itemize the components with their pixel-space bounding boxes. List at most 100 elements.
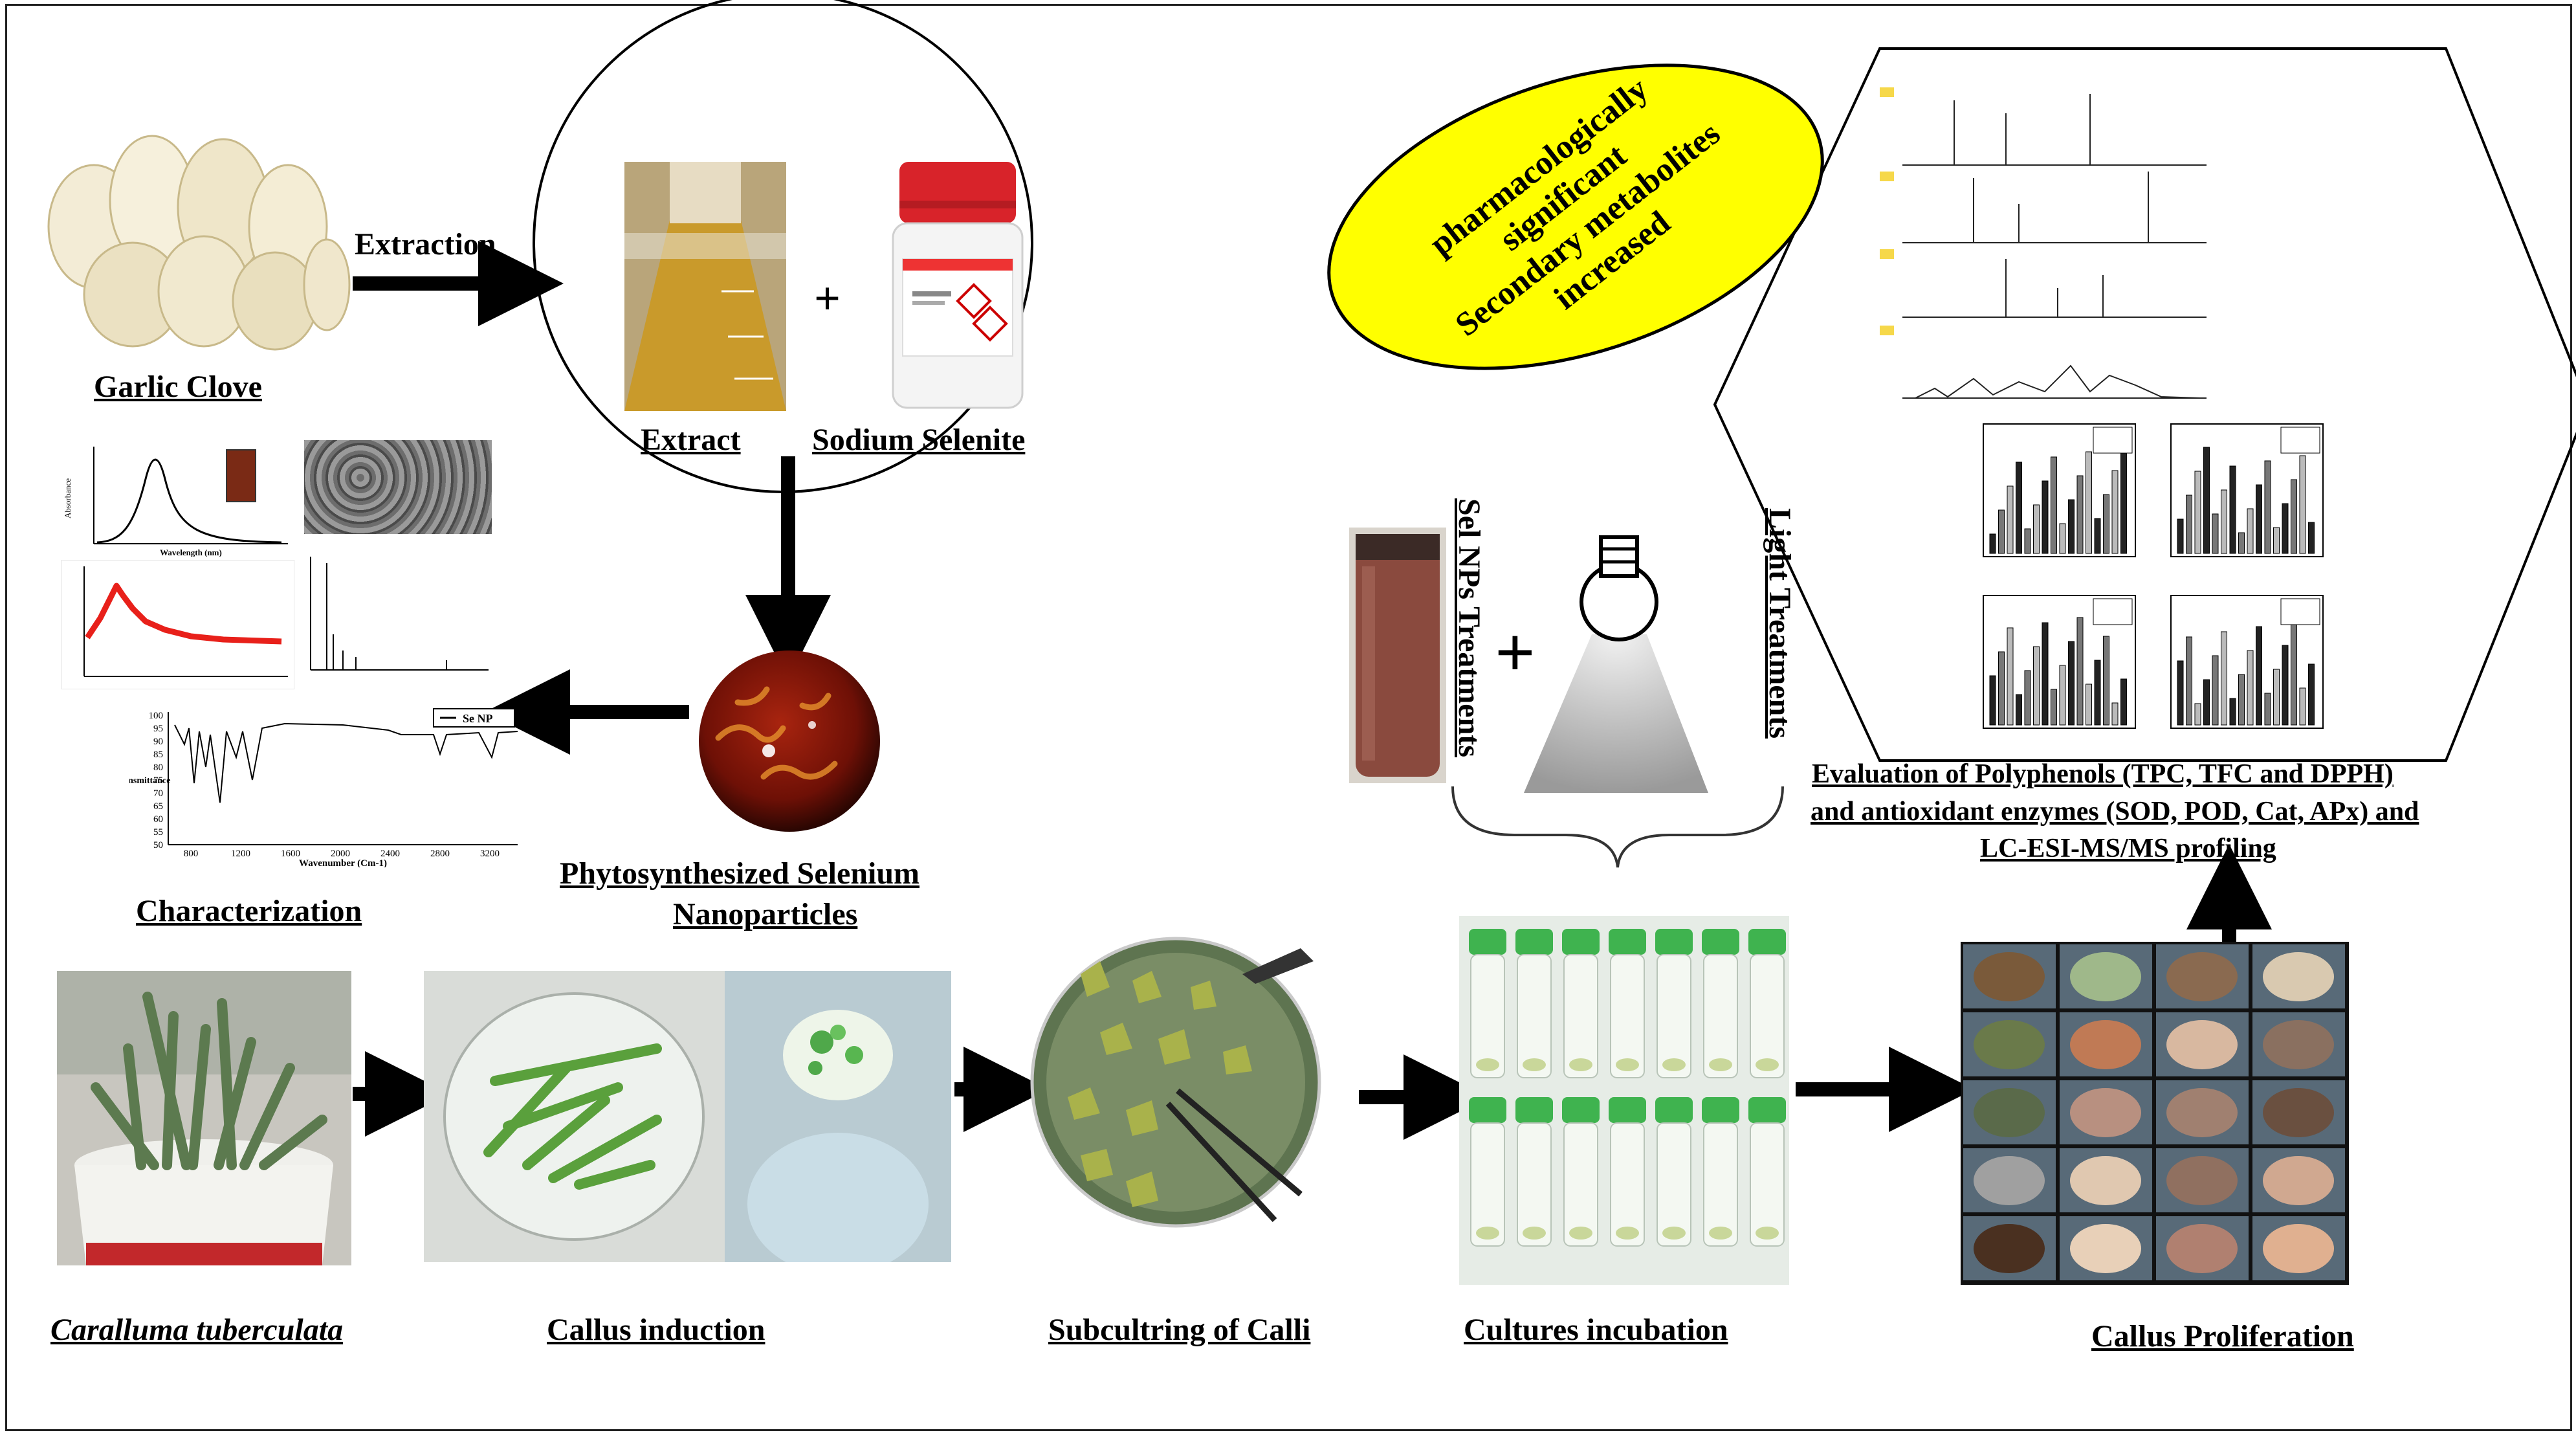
bar [2194, 703, 2201, 726]
ftir-spectrum: Se NP Transmittance Wavenumber (Cm-1) 10… [129, 708, 518, 867]
metabolites-ellipse [1327, 63, 1824, 370]
tube-cap [1655, 1097, 1693, 1123]
tube-cap [1562, 929, 1600, 955]
tube [1563, 954, 1598, 1078]
outer-border [5, 4, 2572, 1431]
bar [2076, 617, 2084, 726]
ftir-ytick: 60 [153, 814, 163, 825]
tube-cap [1469, 929, 1506, 955]
tube-callus [1523, 1227, 1546, 1240]
results-hexagon [1713, 47, 2576, 762]
bar [1998, 509, 2005, 554]
tube-cap [1515, 1097, 1553, 1123]
bar [2051, 689, 2057, 726]
tube-callus [1709, 1227, 1732, 1240]
bar [2094, 518, 2101, 554]
tube-cap [1469, 1097, 1506, 1123]
bar [2212, 513, 2219, 554]
tube-cap [1655, 929, 1693, 955]
bar [2238, 532, 2245, 554]
tube [1657, 1122, 1691, 1247]
evaluation-label-line2: and antioxidant enzymes (SOD, POD, Cat, … [1811, 797, 2419, 827]
tube [1610, 954, 1645, 1078]
subculturing-label: Subcultring of Calli [1048, 1313, 1311, 1347]
tube [1517, 1122, 1552, 1247]
tube-cap [1562, 1097, 1600, 1123]
bar [2256, 626, 2262, 726]
light-treatments-label: Light Treatments [1763, 508, 1797, 739]
cultures-incubation-photo [1459, 916, 1789, 1285]
tube [1563, 1122, 1598, 1247]
plus-sign-treatments: + [1495, 613, 1536, 692]
bar [1989, 675, 1996, 726]
bar [2177, 518, 2184, 554]
tube-callus [1662, 1058, 1686, 1071]
tube [1470, 1122, 1505, 1247]
bar [2059, 523, 2066, 554]
bar [2282, 503, 2289, 554]
bar [2264, 460, 2271, 554]
bar [2256, 484, 2262, 554]
ftir-xtick: 800 [184, 849, 199, 859]
bar [2229, 698, 2236, 726]
callus-proliferation-grid [1961, 942, 2349, 1285]
bar [2291, 479, 2297, 554]
bar [2282, 645, 2289, 726]
tube-callus [1756, 1058, 1779, 1071]
uv-ylabel: Absorbance [63, 478, 72, 518]
callus-induction-photo-1 [424, 971, 725, 1262]
plus-sign-reaction: + [814, 273, 841, 324]
ftir-ytick: 70 [153, 788, 163, 799]
bar [2212, 655, 2219, 726]
bar [2068, 499, 2075, 554]
tube [1610, 1122, 1645, 1247]
bar [2033, 504, 2040, 554]
ftir-ytick: 75 [153, 775, 163, 786]
bar [2291, 621, 2297, 726]
tube [1470, 954, 1505, 1078]
bar [2068, 641, 2075, 726]
ftir-ytick: 95 [153, 724, 163, 734]
bar [2086, 451, 2092, 554]
ftir-ytick: 100 [149, 711, 164, 721]
tube-cap [1515, 929, 1553, 955]
sodium-selenite-label: Sodium Selenite [812, 423, 1026, 457]
extract-flask-photo [624, 162, 786, 411]
uv-vis-spectrum: Wavelength (nm) Absorbance [63, 447, 288, 557]
tube-callus [1523, 1058, 1546, 1071]
bar [2016, 462, 2022, 554]
tube-cap [1702, 929, 1739, 955]
tube-cap [1748, 929, 1786, 955]
sem-image [304, 440, 492, 534]
antioxidant-panel [2170, 423, 2324, 557]
tube [1750, 954, 1785, 1078]
selnps-tube-photo [1349, 528, 1446, 783]
bar [2299, 455, 2306, 554]
callus-induction-label: Callus induction [547, 1313, 765, 1347]
bar [1989, 533, 1996, 554]
bar [2186, 636, 2192, 726]
bar [2024, 670, 2031, 726]
tube [1750, 1122, 1785, 1247]
nanoparticle-sphere [699, 651, 880, 832]
edx-spectrum [304, 550, 492, 680]
bar [2273, 669, 2280, 726]
caralluma-label: Caralluma tuberculata [50, 1313, 344, 1347]
bar [2247, 508, 2254, 554]
xrd-pattern [61, 560, 294, 689]
bar [2264, 693, 2271, 726]
bar [2007, 627, 2014, 726]
bar [2094, 660, 2101, 726]
tube-callus [1569, 1227, 1592, 1240]
ftir-xtick: 2800 [430, 849, 450, 859]
ftir-ytick: 55 [153, 827, 163, 838]
tube [1703, 954, 1738, 1078]
bar [2076, 475, 2084, 554]
evaluation-label-line3: LC-ESI-MS/MS profiling [1980, 834, 2276, 863]
bar [2203, 447, 2210, 554]
bar [2033, 646, 2040, 726]
bar [2086, 684, 2092, 726]
tube-callus [1569, 1058, 1592, 1071]
uv-xlabel: Wavelength (nm) [160, 548, 222, 557]
